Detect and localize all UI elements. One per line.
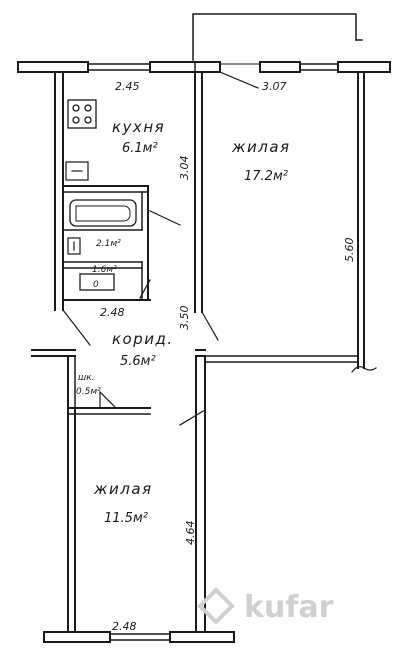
corridor-area: 5.6м²: [120, 354, 156, 369]
wc-area: 1.6м²: [92, 265, 117, 275]
closet-name: шк.: [78, 373, 95, 383]
kufar-logo-icon: [197, 587, 235, 625]
dim-living-small-depth: 4.64: [184, 521, 197, 546]
dim-kitchen-depth: 3.04: [178, 156, 191, 181]
corridor-name: корид.: [112, 330, 174, 348]
watermark-text: kufar: [244, 590, 334, 625]
living-large-area: 17.2м²: [244, 169, 288, 184]
dim-corridor-width: 2.48: [100, 306, 125, 319]
bathroom-area: 2.1м²: [96, 239, 121, 249]
dim-living-large-depth: 5.60: [343, 238, 356, 263]
living-large-name: жилая: [231, 138, 291, 156]
dim-living-small-width: 2.48: [112, 620, 137, 633]
exterior-wall-right: [351, 71, 377, 373]
living-small-area: 11.5м²: [104, 511, 148, 526]
dim-living-large-width: 3.07: [262, 80, 287, 93]
dim-corridor-depth: 3.50: [178, 306, 191, 331]
closet: [67, 355, 151, 415]
kitchen-name: кухня: [112, 118, 165, 136]
dim-kitchen-width: 2.45: [115, 80, 140, 93]
kufar-watermark: kufar: [197, 587, 334, 625]
kitchen-sink: [65, 161, 89, 181]
wc-bowl-mark: 0: [93, 280, 99, 290]
living-small-name: жилая: [93, 480, 153, 498]
wall-living-bottom: [201, 311, 359, 363]
exterior-wall-top: [17, 61, 391, 89]
wall-kitchen-living: [194, 71, 203, 313]
kitchen-area: 6.1м²: [122, 141, 158, 156]
closet-area: 0.5м²: [76, 387, 101, 397]
balcony-outline: [192, 13, 363, 61]
lower-room-walls: [67, 355, 206, 631]
bathroom-block: [62, 185, 181, 301]
exterior-wall-bottom: [43, 631, 235, 643]
wall-left-upper: [54, 71, 64, 311]
stove: [67, 99, 97, 129]
